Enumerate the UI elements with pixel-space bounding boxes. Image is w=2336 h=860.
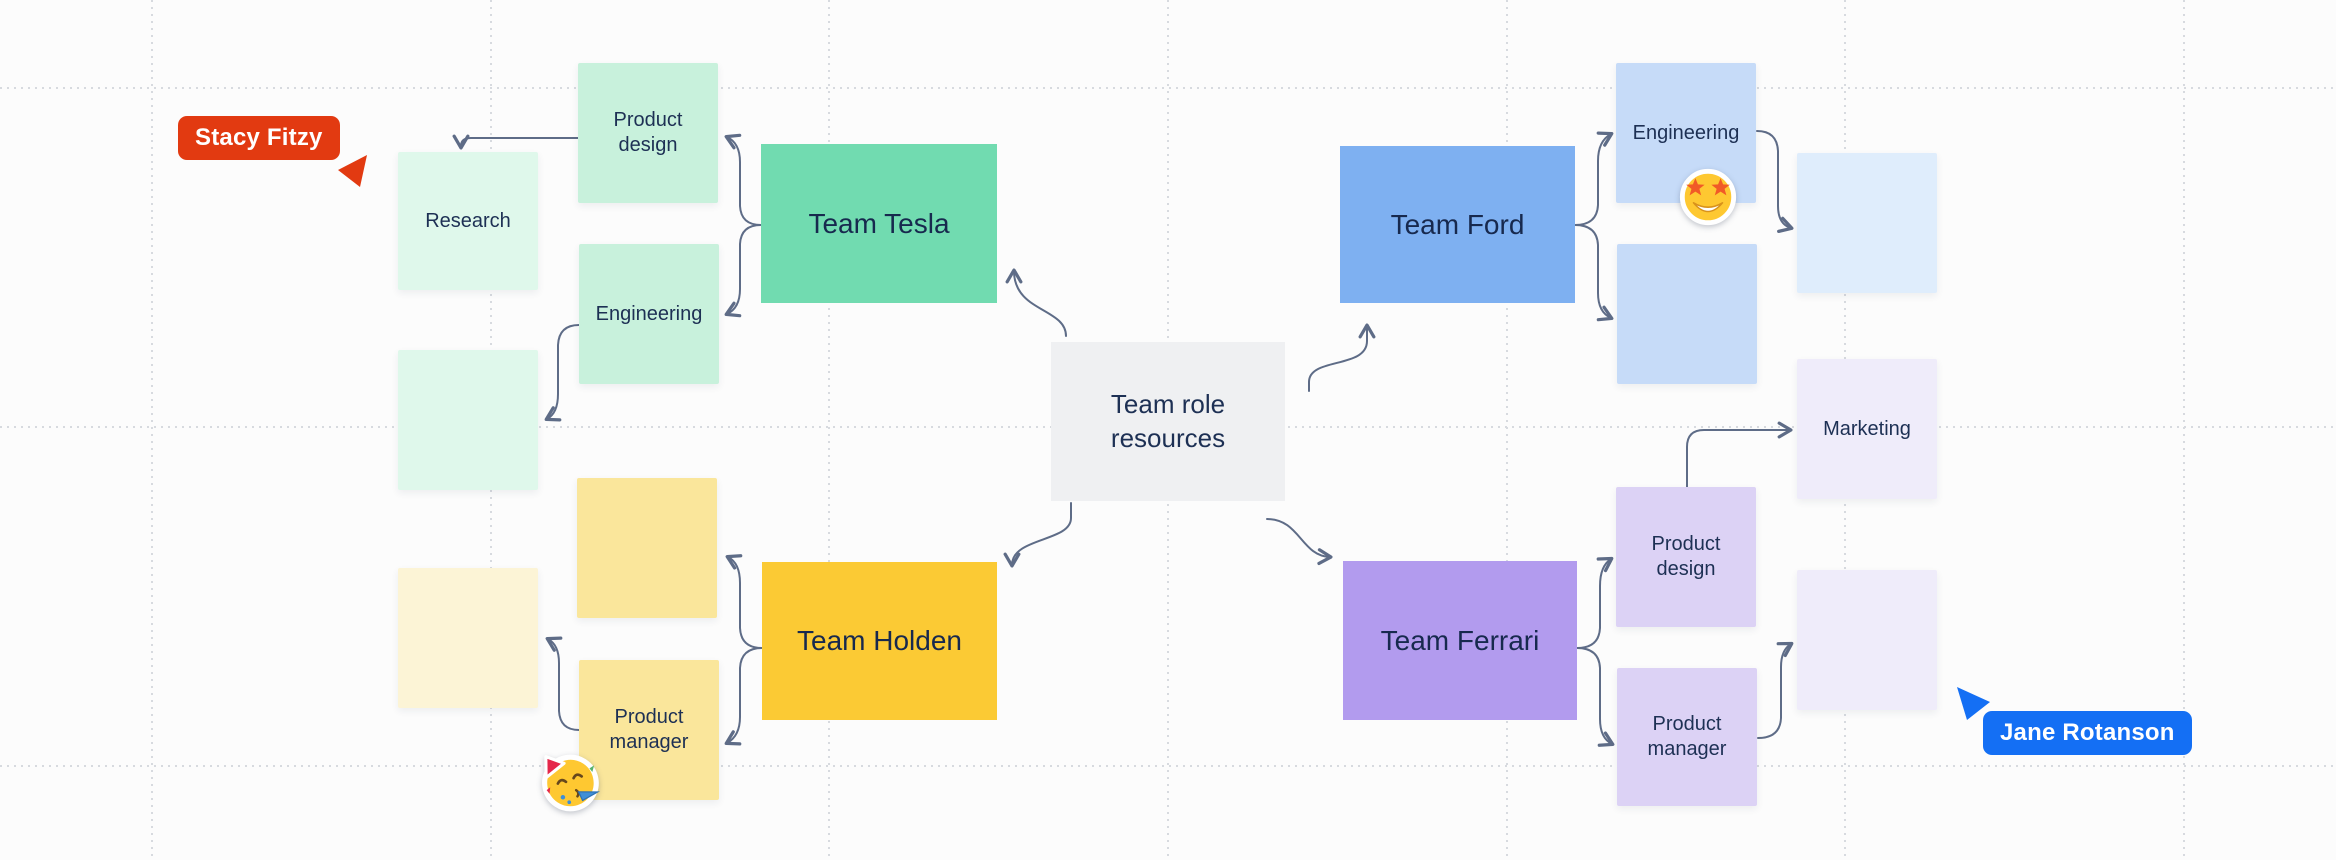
team-ferrari-label: Team Ferrari: [1380, 624, 1540, 656]
sticky-holden-blank[interactable]: [577, 478, 717, 618]
sticky-tesla-research[interactable]: Research: [398, 152, 538, 290]
sticky-tesla-engineering[interactable]: Engineering: [579, 244, 719, 384]
party-face-emoji-sticker[interactable]: [537, 748, 603, 814]
connector-holden-to-product-manager[interactable]: [724, 647, 763, 746]
team-ford-node[interactable]: Team Ford: [1340, 146, 1575, 303]
sticky-label: Product manager: [609, 706, 689, 753]
sticky-tesla-product-design[interactable]: Product design: [578, 63, 718, 203]
sticky-tesla-blank[interactable]: [398, 350, 538, 490]
grid-line-vertical: [151, 0, 153, 860]
connector-ford-to-engineering[interactable]: [1574, 131, 1614, 226]
connector-engineering-to-blank-mint[interactable]: [544, 324, 580, 422]
connector-center-to-ford[interactable]: [1308, 323, 1376, 392]
connector-tesla-to-product-design[interactable]: [724, 133, 762, 226]
connector-center-to-ferrari[interactable]: [1266, 518, 1333, 566]
sticky-label: Engineering: [595, 302, 703, 325]
sticky-label: Product design: [613, 109, 683, 156]
sticky-ferrari-pale-blank[interactable]: [1797, 570, 1937, 710]
team-holden-node[interactable]: Team Holden: [762, 562, 997, 720]
sticky-label: Product manager: [1647, 713, 1727, 760]
sticky-label: Product design: [1651, 533, 1721, 580]
connector-engineering-to-pale-blue[interactable]: [1756, 130, 1794, 233]
connector-product-design-to-research[interactable]: [452, 134, 579, 150]
grid-line-vertical: [2183, 0, 2185, 860]
connector-ferrari-to-product-manager[interactable]: [1576, 647, 1615, 747]
connector-product-design-to-marketing[interactable]: [1686, 421, 1793, 488]
sticky-ferrari-product-manager[interactable]: Product manager: [1617, 668, 1757, 806]
sticky-ferrari-marketing[interactable]: Marketing: [1797, 359, 1937, 499]
connector-ford-to-blank-blue[interactable]: [1574, 224, 1614, 322]
jane-cursor-icon: [1957, 687, 1990, 720]
grid-line-vertical: [828, 0, 830, 860]
jane-cursor-label: Jane Rotanson: [1983, 711, 2192, 755]
team-ferrari-node[interactable]: Team Ferrari: [1343, 561, 1577, 720]
sticky-label: Marketing: [1823, 417, 1911, 440]
center-node-label: Team role resources: [1110, 388, 1226, 453]
team-holden-label: Team Holden: [797, 625, 962, 656]
stacy-cursor-label: Stacy Fitzy: [178, 116, 340, 160]
sticky-label: Engineering: [1632, 121, 1740, 144]
team-ford-label: Team Ford: [1390, 208, 1525, 240]
jane-cursor-name: Jane Rotanson: [2000, 719, 2175, 746]
connector-ferrari-to-product-design[interactable]: [1576, 556, 1614, 649]
stacy-cursor-name: Stacy Fitzy: [195, 124, 323, 151]
connector-product-manager-to-pale-yellow[interactable]: [545, 636, 580, 731]
sticky-ford-pale-blank[interactable]: [1797, 153, 1937, 293]
connector-center-to-holden[interactable]: [1003, 502, 1072, 568]
sticky-holden-pale-blank[interactable]: [398, 568, 538, 708]
connector-holden-to-blank-yellow[interactable]: [725, 554, 763, 649]
star-struck-emoji-sticker[interactable]: [1677, 166, 1739, 228]
connector-center-to-tesla[interactable]: [1005, 268, 1067, 337]
grid-line-vertical: [1506, 0, 1508, 860]
connector-product-manager-to-pale-lavender[interactable]: [1757, 641, 1794, 739]
grid-line-horizontal: [0, 765, 2336, 767]
center-node-team-role-resources[interactable]: Team role resources: [1051, 342, 1285, 501]
sticky-holden-product-manager[interactable]: Product manager: [579, 660, 719, 800]
team-tesla-label: Team Tesla: [808, 207, 950, 239]
connector-tesla-to-engineering[interactable]: [724, 224, 762, 318]
sticky-ferrari-product-design[interactable]: Product design: [1616, 487, 1756, 627]
sticky-label: Research: [425, 209, 511, 232]
stacy-cursor-icon: [338, 155, 367, 187]
grid-line-horizontal: [0, 87, 2336, 89]
team-tesla-node[interactable]: Team Tesla: [761, 144, 997, 303]
sticky-ford-blank[interactable]: [1617, 244, 1757, 384]
